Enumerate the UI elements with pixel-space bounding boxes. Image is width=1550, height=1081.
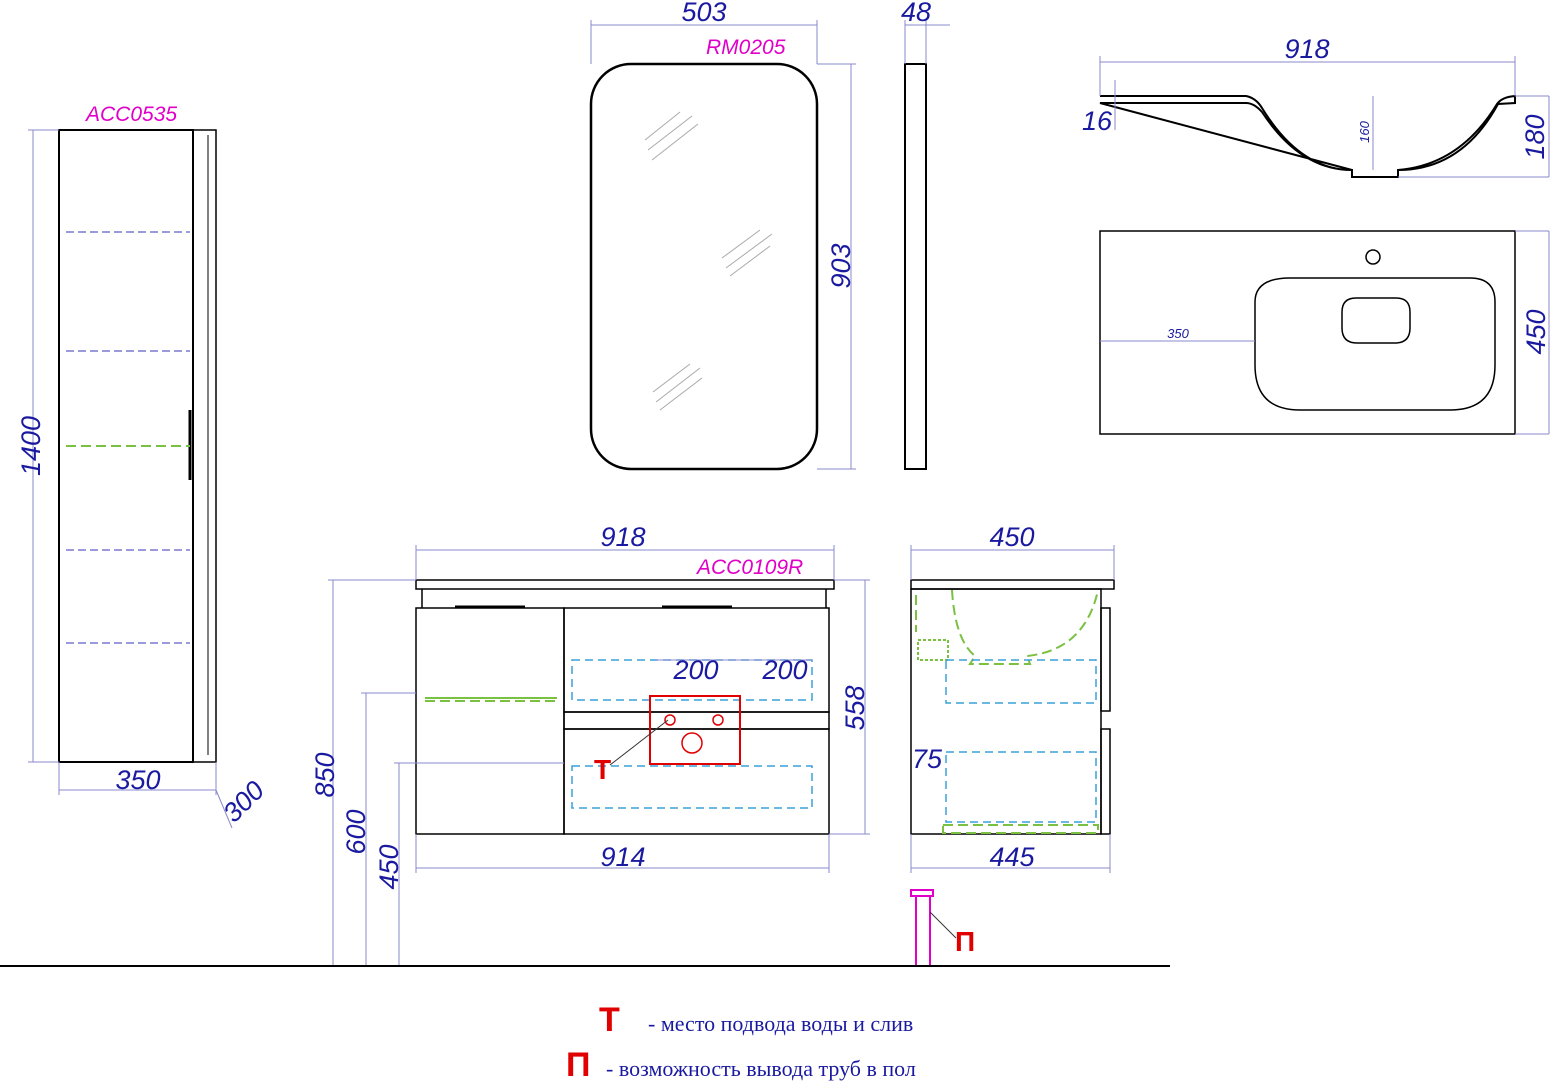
t-marker: Т (594, 754, 611, 785)
sink-bowl-depth-label: 160 (1357, 120, 1372, 142)
sink-top-view: 350 450 (1099, 230, 1550, 435)
cabinet-width-label: 350 (115, 765, 160, 795)
mirror-front-view: 503 RM0205 903 (589, 0, 856, 471)
cabinet-height-label: 1400 (16, 416, 46, 476)
vanity-front-view: Т 918 ACC0109R 200 200 558 914 850 600 4… (310, 522, 870, 966)
legend-t-letter: Т (599, 1001, 620, 1039)
p-marker: П (955, 926, 975, 957)
vanity-side-view: 450 445 75 (910, 522, 1115, 873)
floor-pipe: П (910, 889, 975, 967)
spacing-b-label: 200 (761, 655, 807, 685)
vanity-width-label: 918 (600, 522, 645, 552)
mount-height-label: 850 (310, 752, 340, 797)
dim-450-floor-label: 450 (374, 844, 404, 889)
side-width-label: 450 (989, 522, 1034, 552)
vanity-height-label: 558 (840, 685, 870, 730)
mirror-side-view: 48 (901, 0, 950, 470)
legend: Т - место подвода воды и слив П - возмож… (566, 1001, 916, 1081)
sink-thickness-label: 16 (1082, 106, 1113, 136)
tall-cabinet-front-view: ACC0535 1400 350 300 (16, 103, 270, 829)
legend-p-letter: П (566, 1046, 590, 1081)
sink-depth-label: 450 (1521, 309, 1550, 354)
sink-width-label: 918 (1284, 34, 1329, 64)
mirror-height-label: 903 (826, 243, 856, 288)
sink-offset-label: 350 (1167, 326, 1189, 341)
spacing-a-label: 200 (672, 655, 718, 685)
side-depth-label: 445 (989, 842, 1035, 872)
sink-section-view: 918 16 160 180 (1082, 34, 1550, 178)
tall-cabinet-code: ACC0535 (84, 103, 177, 126)
dim-600-label: 600 (341, 809, 371, 854)
mirror-thickness-label: 48 (901, 0, 931, 27)
vanity-code: ACC0109R (695, 556, 803, 579)
side-75-label: 75 (912, 744, 943, 774)
cabinet-depth-label: 300 (217, 775, 270, 828)
sink-height-label: 180 (1520, 114, 1550, 159)
legend-p-text: - возможность вывода труб в пол (606, 1056, 916, 1081)
mirror-code: RM0205 (706, 36, 786, 59)
vanity-body-width-label: 914 (600, 842, 645, 872)
legend-t-text: - место подвода воды и слив (648, 1011, 913, 1036)
mirror-width-label: 503 (681, 0, 726, 27)
